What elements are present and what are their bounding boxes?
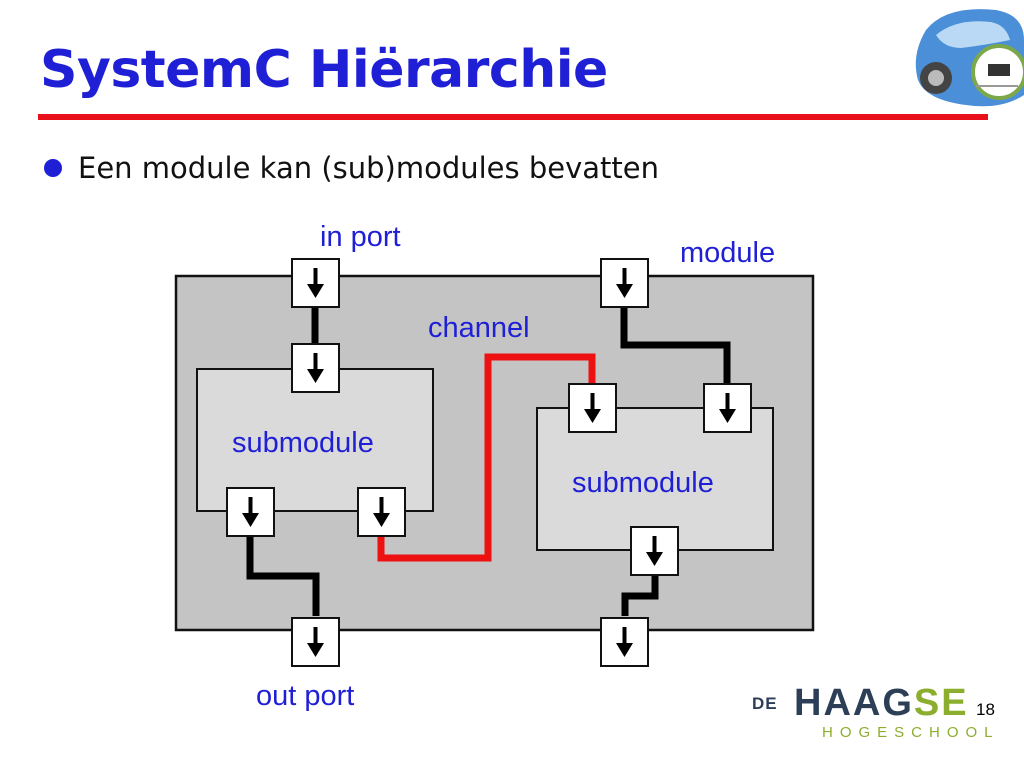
port-right-sub-in-2 — [703, 383, 752, 433]
car-illustration-icon — [915, 9, 1024, 107]
label-in-port: in port — [320, 221, 401, 253]
port-out-right — [600, 617, 649, 667]
channel-wire — [377, 353, 596, 562]
slide-number: 18 — [976, 700, 995, 719]
label-submodule-left: submodule — [232, 427, 374, 459]
port-left-sub-out-2 — [357, 487, 406, 537]
bullet-dot-icon — [44, 159, 62, 177]
label-submodule-right: submodule — [572, 467, 714, 499]
port-in-top — [291, 258, 340, 308]
port-left-sub-out-1 — [226, 487, 275, 537]
logo-name-green: SE — [913, 682, 969, 724]
logo-name: HAAGSE — [794, 684, 969, 722]
logo-subtitle: HOGESCHOOL — [822, 724, 1000, 741]
title-underline — [38, 114, 988, 120]
wire-module-in-to-right — [620, 308, 731, 383]
port-left-sub-in — [291, 343, 340, 393]
logo-name-dark: HAAG — [794, 682, 914, 724]
port-out-left — [291, 617, 340, 667]
school-logo: DE HAAGSE HOGESCHOOL — [752, 684, 993, 746]
bullet-item: Een module kan (sub)modules bevatten — [44, 150, 659, 186]
port-right-sub-in-1 — [568, 383, 617, 433]
wire-right-to-out — [621, 576, 659, 616]
logo-prefix: DE — [752, 694, 778, 713]
wire-left-to-out — [246, 536, 320, 616]
label-out-port: out port — [256, 680, 354, 712]
bullet-text: Een module kan (sub)modules bevatten — [78, 151, 659, 185]
label-channel: channel — [428, 312, 530, 344]
label-module: module — [680, 237, 775, 269]
port-module-in-right — [600, 258, 649, 308]
slide-title: SystemC Hiërarchie — [40, 40, 608, 100]
port-right-sub-out — [630, 526, 679, 576]
